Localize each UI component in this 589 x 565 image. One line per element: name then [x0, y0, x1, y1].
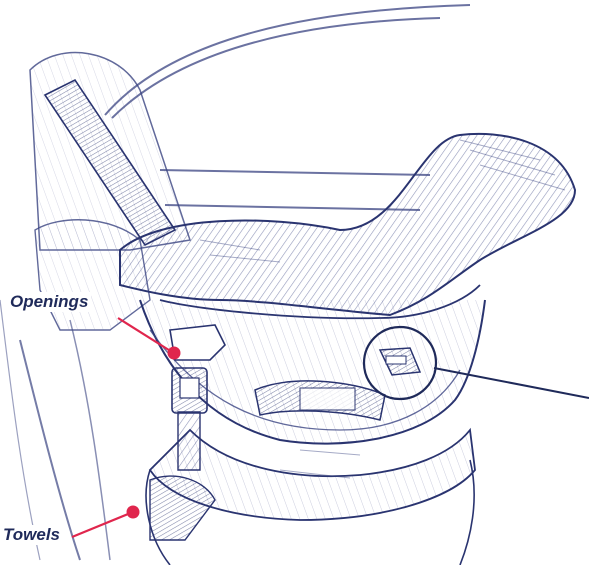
openings-label: Openings [8, 292, 91, 312]
towels-label: Towels [1, 525, 63, 545]
